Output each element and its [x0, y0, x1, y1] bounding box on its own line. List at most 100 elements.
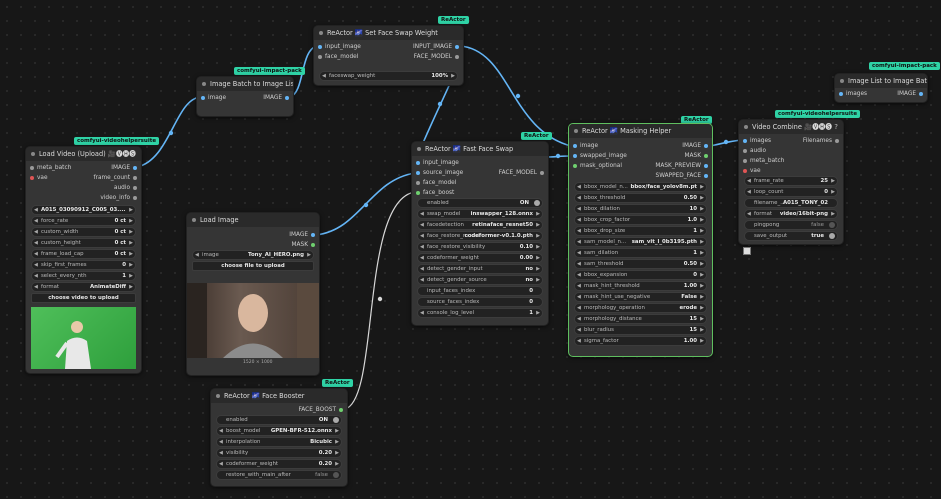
collapse-dot-icon[interactable] — [202, 82, 206, 86]
output-face-model[interactable]: FACE_MODEL — [499, 168, 545, 178]
input-meta-batch[interactable]: meta_batch — [743, 156, 784, 166]
input-meta-batch[interactable]: meta_batch — [30, 163, 71, 173]
input-face-model[interactable]: face_model — [318, 52, 358, 62]
collapse-dot-icon[interactable] — [417, 147, 421, 151]
filename-prefix-widget[interactable]: filename_...A015_TONY_02 — [744, 198, 838, 208]
output-video-info[interactable]: video_info — [100, 193, 137, 203]
collapse-dot-icon[interactable] — [840, 79, 844, 83]
collapse-dot-icon[interactable] — [319, 31, 323, 35]
node-header[interactable]: Image Batch to Image List — [197, 77, 293, 91]
input-image[interactable]: image — [573, 141, 598, 151]
output-mask[interactable]: MASK — [685, 151, 709, 161]
masking-helper-node[interactable]: ReActor 🌌 Masking Helper image swapped_i… — [568, 123, 713, 357]
node-header[interactable]: Image List to Image Batch — [835, 74, 927, 88]
output-audio[interactable]: audio — [114, 183, 138, 193]
output-face-model[interactable]: FACE_MODEL — [414, 52, 460, 62]
output-input-image[interactable]: INPUT_IMAGE — [413, 42, 459, 52]
output-swapped-face[interactable]: SWAPPED_FACE — [656, 171, 709, 181]
image-list-to-batch-node[interactable]: Image List to Image Batch images IMAGE — [834, 73, 928, 103]
output-frame-count[interactable]: frame_count — [94, 173, 138, 183]
video-file-select[interactable]: ◀A015_03090912_C005_03....▶ — [31, 205, 136, 215]
node-header[interactable]: ReActor 🌌 Face Booster — [211, 389, 347, 403]
node-header[interactable]: ReActor 🌌 Masking Helper — [569, 124, 712, 138]
fast-face-swap-node[interactable]: ReActor 🌌 Fast Face Swap input_image sou… — [411, 141, 549, 326]
output-mask-preview[interactable]: MASK_PREVIEW — [655, 161, 708, 171]
input-audio[interactable]: audio — [743, 146, 766, 156]
help-icon[interactable]: ? — [834, 123, 838, 131]
node-header[interactable]: Video Combine 🎥🅥🅗🅢? — [739, 120, 843, 134]
input-input-image[interactable]: input_image — [318, 42, 361, 52]
input-vae[interactable]: vae — [743, 166, 761, 176]
collapse-dot-icon[interactable] — [744, 125, 748, 129]
image-batch-to-list-node[interactable]: Image Batch to Image List image IMAGE — [196, 76, 294, 117]
output-image[interactable]: IMAGE — [111, 163, 137, 173]
collapse-dot-icon[interactable] — [216, 394, 220, 398]
input-face-model[interactable]: face_model — [416, 178, 456, 188]
output-face-boost[interactable]: FACE_BOOST — [299, 405, 344, 415]
help-icon[interactable]: ? — [132, 150, 136, 158]
choose-file-button[interactable]: choose file to upload — [192, 261, 314, 271]
video-combine-node[interactable]: Video Combine 🎥🅥🅗🅢? images audio meta_ba… — [738, 119, 844, 245]
collapse-dot-icon[interactable] — [31, 152, 35, 156]
face-booster-node[interactable]: ReActor 🌌 Face Booster FACE_BOOST enable… — [210, 388, 348, 487]
input-source-image[interactable]: source_image — [416, 168, 463, 178]
load-video-node[interactable]: Load Video (Upload) 🎥🅥🅗🅢? meta_batch vae… — [25, 146, 142, 374]
input-vae[interactable]: vae — [30, 173, 48, 183]
choose-video-button[interactable]: choose video to upload — [31, 293, 136, 303]
output-image[interactable]: IMAGE — [263, 93, 289, 103]
bbox-model-widget[interactable]: ◀bbox_model_n...bbox/face_yolov8m.pt▶ — [574, 182, 707, 192]
output-mask[interactable]: MASK — [292, 240, 316, 250]
input-image[interactable]: image — [201, 93, 226, 103]
collapse-dot-icon[interactable] — [574, 129, 578, 133]
set-face-swap-weight-node[interactable]: ReActor 🌌 Set Face Swap Weight input_ima… — [313, 25, 464, 86]
input-input-image[interactable]: input_image — [416, 158, 459, 168]
node-header[interactable]: Load Video (Upload) 🎥🅥🅗🅢? — [26, 147, 141, 161]
node-header[interactable]: ReActor 🌌 Set Face Swap Weight — [314, 26, 463, 40]
node-header[interactable]: Load Image — [187, 213, 319, 227]
input-mask-optional[interactable]: mask_optional — [573, 161, 622, 171]
input-swapped-image[interactable]: swapped_image — [573, 151, 627, 161]
input-face-boost[interactable]: face_boost — [416, 188, 454, 198]
input-images[interactable]: images — [839, 89, 867, 99]
sam-model-widget[interactable]: ◀sam_model_n...sam_vit_l_0b3195.pth▶ — [574, 237, 707, 247]
